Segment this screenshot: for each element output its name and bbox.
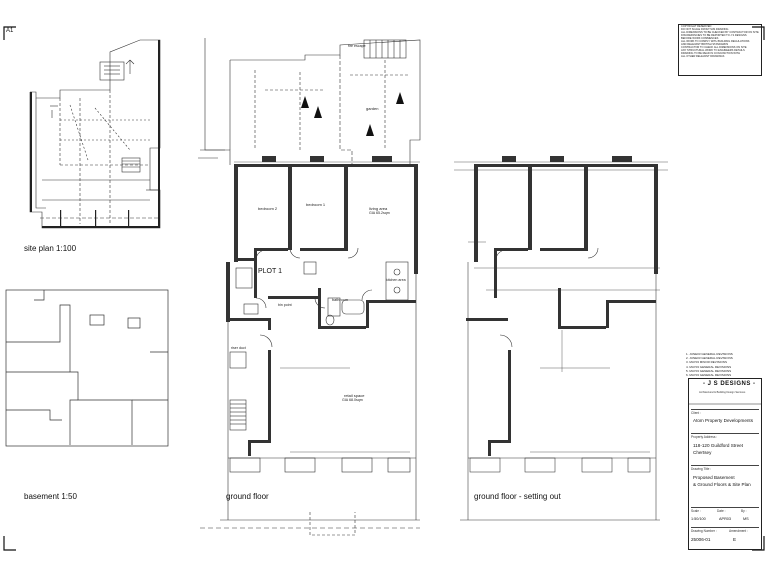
site-plan-title: site plan 1:100 — [24, 244, 77, 253]
note-line: ANY STRUCTURAL WORK TO ENGINEERS DETAILS — [681, 49, 745, 52]
room-label-bedroom1: bedroom 1 — [306, 202, 326, 207]
room-label-fire-escape: fire escape — [348, 44, 366, 48]
note-line: COPYRIGHT RESERVED — [681, 25, 712, 28]
scale-caption: Scale : — [691, 509, 701, 513]
revision-item: 5. MAY03 GENERAL REVISIONS — [686, 368, 732, 373]
amendment-caption: Amendment : — [729, 529, 748, 533]
company-address: Architectural & Building Design Services — [699, 391, 746, 394]
revision-item: 1. JUNE03 GENERAL REVISIONS — [686, 352, 733, 356]
revision-item: 4. MAY03 GENERAL REVISIONS — [686, 364, 732, 369]
site-plan-walls — [30, 40, 160, 228]
room-label-kitchen: kitchen area — [386, 278, 406, 282]
drawing-title-caption: Drawing Title : — [691, 467, 712, 471]
client-name: Atom Property Developments — [693, 418, 753, 423]
setting-out-plan-drawing — [454, 161, 668, 521]
note-line: DISCREPANCIES TO BE REPORTED TO J S DESI… — [681, 34, 747, 37]
divider — [691, 409, 759, 410]
plot-label: PLOT 1 — [258, 268, 282, 275]
room-label-living: living area — [369, 206, 388, 211]
drawn-caption: By : — [741, 509, 747, 513]
revision-item: 2. JUNE03 GENERAL REVISIONS — [686, 356, 733, 361]
property-line2: Chertsey — [693, 450, 712, 455]
site-plan-drawing — [29, 39, 161, 229]
note-line: BEFORE WORK COMMENCES — [681, 37, 719, 40]
room-area-living: GIA 65.2sqm — [369, 211, 390, 215]
note-line: DRAWING TO BE READ IN CONJUNCTION WITH — [681, 52, 741, 55]
company-name: - J S DESIGNS - — [703, 381, 756, 387]
date-value: APR03 — [719, 517, 732, 521]
setting-out-title: ground floor - setting out — [474, 492, 561, 501]
basement-plan-drawing — [5, 289, 169, 447]
sheet-size-label: A1 — [6, 28, 14, 34]
revision-item: 6. MAY03 GENERAL REVISIONS — [686, 373, 732, 378]
drawing-title-line2: & Ground Floors & Site Plan — [693, 482, 751, 487]
divider — [691, 433, 759, 434]
crop-marks — [3, 26, 765, 551]
note-line: AND RELEVANT BRITISH STANDARDS — [681, 43, 729, 46]
client-caption: Client : — [691, 411, 701, 415]
revision-item: 3. MAY03 MINOR REVISIONS — [686, 360, 727, 365]
room-area-retail: GIA 68.0sqm — [342, 398, 363, 402]
setting-out-walls — [466, 156, 658, 456]
room-label-garden: garden — [366, 106, 379, 111]
revision-list: 1. JUNE03 GENERAL REVISIONS 2. JUNE03 GE… — [686, 352, 733, 377]
divider — [691, 527, 759, 528]
drawn-value: MS — [743, 517, 749, 521]
room-label-bedroom2: bedroom 2 — [258, 206, 278, 211]
divider — [691, 507, 759, 508]
note-line: ALL OTHER RELEVANT DRAWINGS — [681, 55, 725, 58]
property-caption: Property Address : — [691, 435, 718, 439]
garden-arrows — [301, 92, 404, 136]
scale-value: 1:50/100 — [691, 517, 706, 521]
note-line: CONTRACTOR TO CHECK ALL DIMENSIONS ON SI… — [681, 46, 747, 49]
general-notes-box: COPYRIGHT RESERVED DO NOT SCALE FROM THI… — [678, 24, 762, 76]
drawing-number-value: 25006-01 — [691, 537, 711, 542]
room-label-bin-point: bin point — [278, 303, 292, 307]
ground-floor-plan-drawing — [198, 38, 421, 536]
room-label-bathroom: bathroom — [332, 298, 349, 302]
date-caption: Date : — [717, 509, 726, 513]
ground-floor-title: ground floor — [226, 492, 269, 501]
drawing-number-caption: Drawing Number : — [691, 529, 717, 533]
note-line: ALL WORK TO COMPLY WITH BUILDING REGULAT… — [681, 40, 750, 43]
basement-title: basement 1:50 — [24, 492, 77, 501]
room-label-retail: retail space — [344, 393, 365, 398]
note-line: ALL DIMENSIONS TO BE CHECKED BY CONTRACT… — [681, 31, 759, 34]
property-line1: 118-120 Guildford Street — [693, 443, 743, 448]
note-line: DO NOT SCALE FROM THIS DRAWING — [681, 28, 729, 31]
room-label-riser-duct: riser duct — [231, 346, 246, 350]
divider — [691, 465, 759, 466]
ground-floor-walls — [226, 156, 418, 456]
drawing-title-line1: Proposed Basement — [693, 475, 735, 480]
amendment-value: E — [733, 537, 737, 542]
title-block: - J S DESIGNS - Architectural & Building… — [688, 378, 762, 550]
